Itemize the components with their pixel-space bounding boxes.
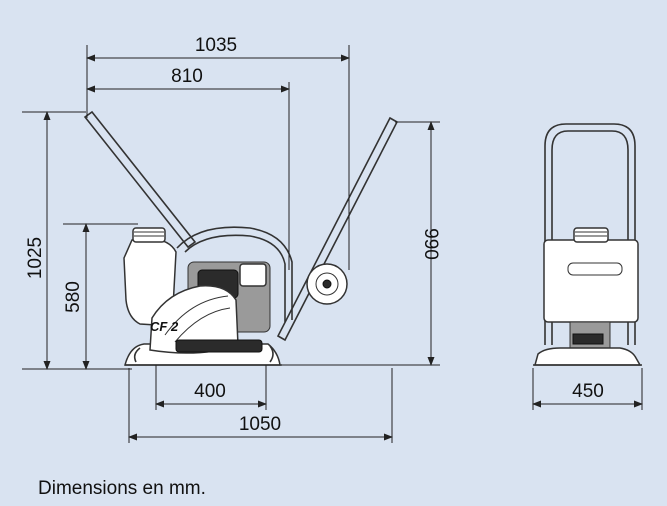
dim-plate-width: 400 xyxy=(194,381,226,402)
dimension-lines xyxy=(22,45,643,443)
units-caption: Dimensions en mm. xyxy=(38,478,206,499)
model-label: CF 2 xyxy=(150,319,179,334)
dim-handle-height: 990 xyxy=(420,228,441,260)
dim-machine-height: 580 xyxy=(63,281,84,313)
front-view-machine xyxy=(533,123,642,366)
dim-plate-length: 1050 xyxy=(239,414,281,435)
dim-overall-height: 1025 xyxy=(25,237,46,279)
dimension-labels: 1035 810 1025 580 990 400 1050 450 xyxy=(25,35,604,435)
dim-handle-to-wheel: 810 xyxy=(171,66,203,87)
dim-overall-length: 1035 xyxy=(195,35,237,56)
side-view-machine: CF 2 xyxy=(83,110,399,366)
dim-front-width: 450 xyxy=(572,381,604,402)
